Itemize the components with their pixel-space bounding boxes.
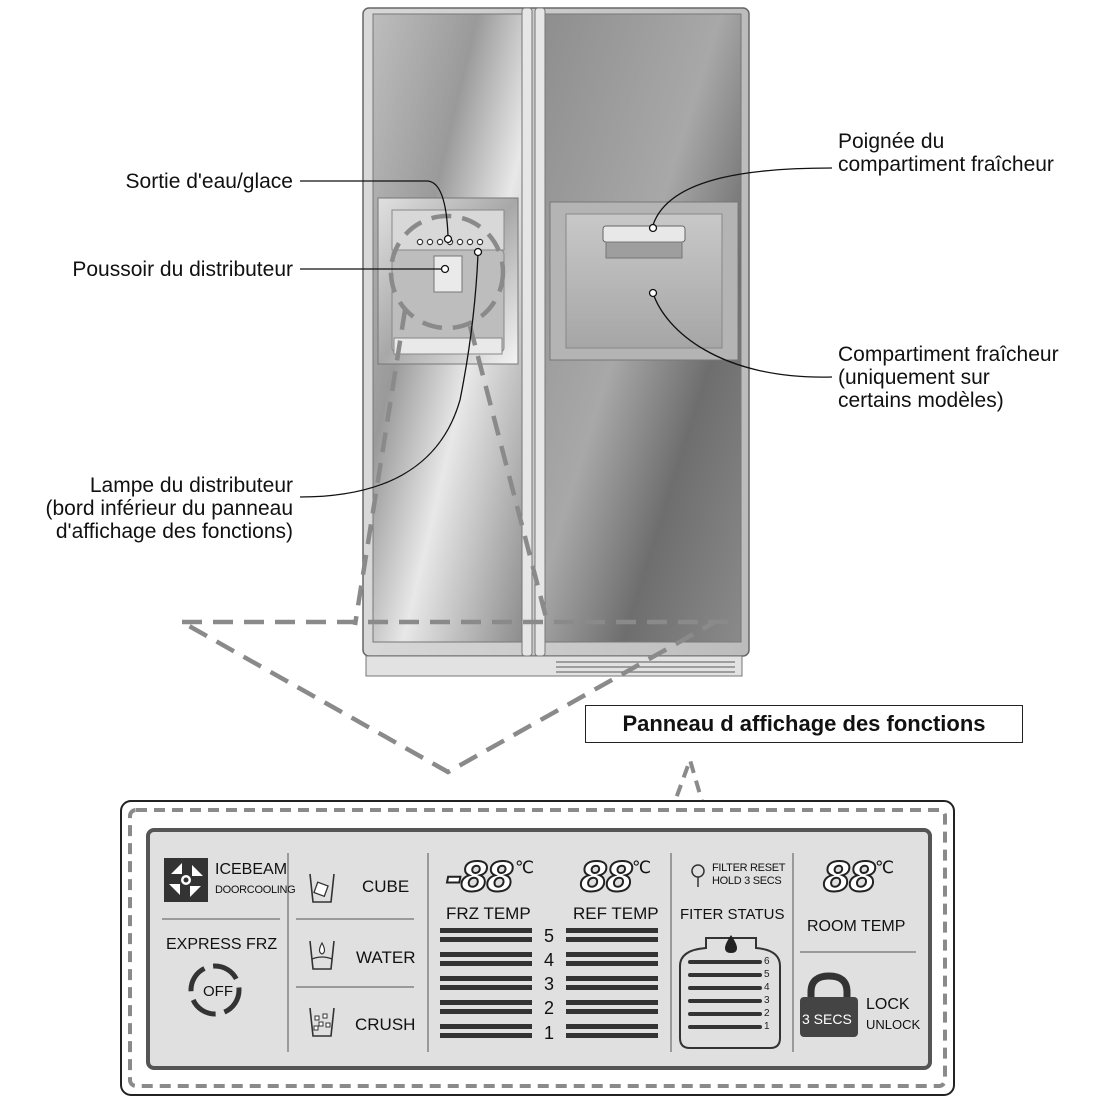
base-grille — [556, 661, 735, 673]
filter-status-gauge — [679, 935, 781, 1049]
filter-level-3: 3 — [764, 995, 770, 1006]
lock-label: LOCK — [866, 996, 910, 1013]
leader-dots — [440, 223, 658, 298]
filter-level-5: 5 — [764, 969, 770, 980]
unlock-label: UNLOCK — [866, 1017, 921, 1032]
level-3: 3 — [543, 974, 554, 994]
filter-reset-icon — [691, 864, 705, 887]
panel-title: Panneau d affichage des fonctions — [585, 705, 1023, 743]
lock-icon — [800, 972, 858, 1037]
room-temp-label: ROOM TEMP — [807, 918, 906, 935]
label-fresh-compartment: Compartiment fraîcheur (uniquement sur c… — [838, 343, 1059, 412]
level-4: 4 — [543, 950, 554, 970]
icebeam-icon — [164, 858, 208, 902]
water-drop-icon — [725, 935, 737, 953]
cube-label: CUBE — [362, 877, 410, 896]
ref-level-bars — [566, 928, 658, 1038]
ref-temp-label: REF TEMP — [573, 904, 659, 923]
express-frz-label: EXPRESS FRZ — [166, 936, 278, 953]
level-5: 5 — [543, 926, 554, 946]
express-frz-off-icon — [188, 963, 242, 1017]
filter-level-6: 6 — [764, 956, 770, 967]
frz-temp-label: FRZ TEMP — [446, 904, 531, 923]
dispenser-buttons — [416, 238, 484, 246]
filter-level-2: 2 — [764, 1008, 770, 1019]
off-label: OFF — [203, 983, 233, 1000]
ref-degree: ℃ — [632, 858, 652, 878]
frz-level-bars — [440, 928, 532, 1038]
label-dispenser-lamp: Lampe du distributeur (bord inférieur du… — [45, 474, 293, 543]
room-temp-display: 88 — [822, 855, 878, 901]
label-fresh-handle: Poignée du compartiment fraîcheur — [838, 130, 1054, 176]
frz-degree: ℃ — [515, 858, 535, 878]
level-1: 1 — [543, 1023, 554, 1043]
water-icon — [309, 940, 335, 970]
filter-level-4: 4 — [764, 982, 770, 993]
three-secs-label: 3 SECS — [802, 1011, 852, 1027]
crush-label: CRUSH — [355, 1015, 416, 1034]
frz-temp-display: -88 — [445, 855, 515, 901]
label-dispenser-lever: Poussoir du distributeur — [72, 258, 293, 281]
refrigerator — [362, 7, 750, 677]
level-2: 2 — [543, 998, 554, 1018]
room-degree: ℃ — [875, 858, 895, 878]
filter-status-label: FITER STATUS — [680, 906, 785, 923]
ref-temp-display: 88 — [579, 855, 635, 901]
hold-3-secs-label: HOLD 3 SECS — [712, 875, 782, 887]
filter-reset-label: FILTER RESET — [712, 862, 786, 874]
water-label: WATER — [356, 948, 416, 967]
label-water-ice-outlet: Sortie d'eau/glace — [125, 170, 293, 193]
crush-icon — [309, 1007, 335, 1037]
doorcooling-label: DOORCOOLING — [215, 884, 296, 896]
cube-icon — [309, 873, 335, 903]
filter-level-1: 1 — [764, 1021, 770, 1032]
leader-lines — [299, 167, 833, 498]
icebeam-label: ICEBEAM — [215, 861, 288, 878]
